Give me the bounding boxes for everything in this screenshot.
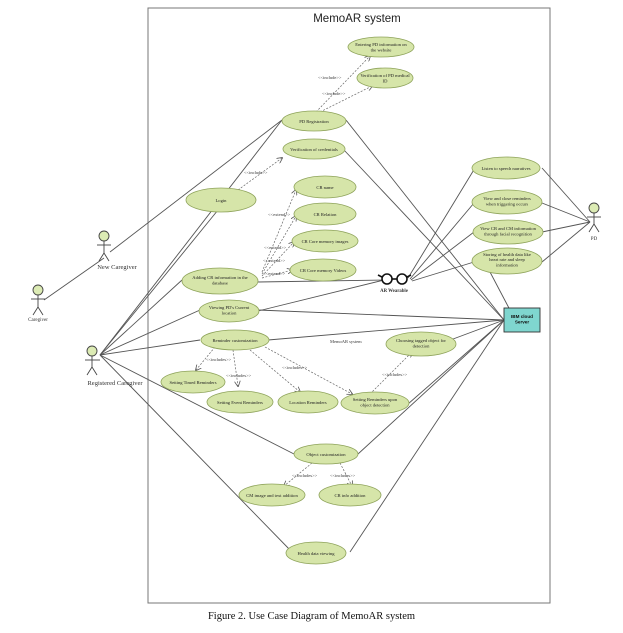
use-case-label: CR Core memory Videos [300,268,347,273]
ar-wearable-glasses-icon [377,273,412,285]
use-case-label: Health data viewing [298,551,336,556]
association-lines [43,119,591,553]
actor-head-icon [588,202,600,214]
actor-new-caregiver [97,230,111,262]
use-case-label: CR Relation [314,212,338,217]
system-title: MemoAR system [313,13,401,25]
includes-label: <<includes>> [292,473,318,478]
use-case-label: Login [216,198,228,203]
use-case-login: Login [185,187,257,213]
actor-registered-caregiver-label: Registered Caregiver [87,380,143,387]
actor-pd [587,202,601,233]
use-case-label: CR Core memory images [302,239,349,244]
extend-label: <<extend>> [264,245,287,250]
use-case-setting-timed: Setting Timed Reminders [160,370,226,394]
extend-label: <<extend>> [263,271,286,276]
includes-label: <<includes>> [382,372,408,377]
use-case-label: CM image and text addition [246,493,298,498]
actor-caregiver [31,284,45,316]
use-case-cr-videos: CR Core memory Videos [289,258,357,282]
include-label: <<include>> [318,75,342,80]
use-case-setting-event: Setting Event Reminders [206,390,274,414]
use-case-label: Reminder customization [212,338,258,343]
includes-label: <<includes>> [206,357,232,362]
use-case-label: Location Reminders [289,400,327,405]
actor-new-caregiver-label: New Caregiver [97,264,137,271]
use-case-object-customization: Object customization [293,443,359,465]
use-case-label: Listen to speech narratives [481,166,530,171]
includes-label: <<includes>> [226,373,252,378]
server-box [503,307,541,333]
includes-label: <<includes>> [282,365,308,370]
use-case-label: PD Registration [299,119,329,124]
actor-registered-caregiver [85,345,100,376]
use-case-location-reminders: Location Reminders [277,390,339,414]
use-case-health-data: Health data viewing [285,541,347,565]
extend-label: <<extend>> [268,212,291,217]
use-case-label: Setting Event Reminders [217,400,263,405]
use-case-label: Setting Timed Reminders [170,380,217,385]
use-case-listen-narratives: Listen to speech narratives [471,156,541,180]
system-boundary [147,7,551,604]
use-case-cr-images: CR Core memory images [291,229,359,253]
extend-label: <<extend>> [263,258,286,263]
use-case-label: Verification of credentials [290,147,338,152]
include-extend-relations [196,56,412,486]
use-case-cr-relation: CR Relation [293,202,357,226]
use-case-verify-credentials: Verification of credentials [282,138,346,160]
actor-caregiver-label: Caregiver [28,318,48,323]
use-case-diagram: MemoAR system [28,7,601,604]
actor-ar-wearable-label: AR Wearable [380,289,408,294]
use-case-reminder-customization: Reminder customization [200,329,270,351]
use-case-cm-image-text: CM image and text addition [238,483,306,507]
use-case-cr-name: CR name [293,175,357,199]
use-case-label: Object customization [306,452,346,457]
system-label: MemoAR system [330,339,362,344]
use-case-label: CR info addition [335,493,367,498]
actor-head-icon [98,230,110,242]
use-case-pd-registration: PD Registration [281,110,347,132]
figure-caption: Figure 2. Use Case Diagram of MemoAR sys… [207,611,416,622]
use-case-label: CR name [316,185,333,190]
actor-head-icon [32,284,44,296]
actor-head-icon [86,345,98,357]
relation-labels: <<include>> <<include>> <<include>> <<ex… [206,75,408,478]
actor-pd-label: PD [591,237,598,242]
include-label: <<include>> [244,170,268,175]
use-case-cr-info-addition: CR info addition [318,483,382,507]
includes-label: <<includes>> [330,473,356,478]
include-label: <<include>> [322,91,346,96]
